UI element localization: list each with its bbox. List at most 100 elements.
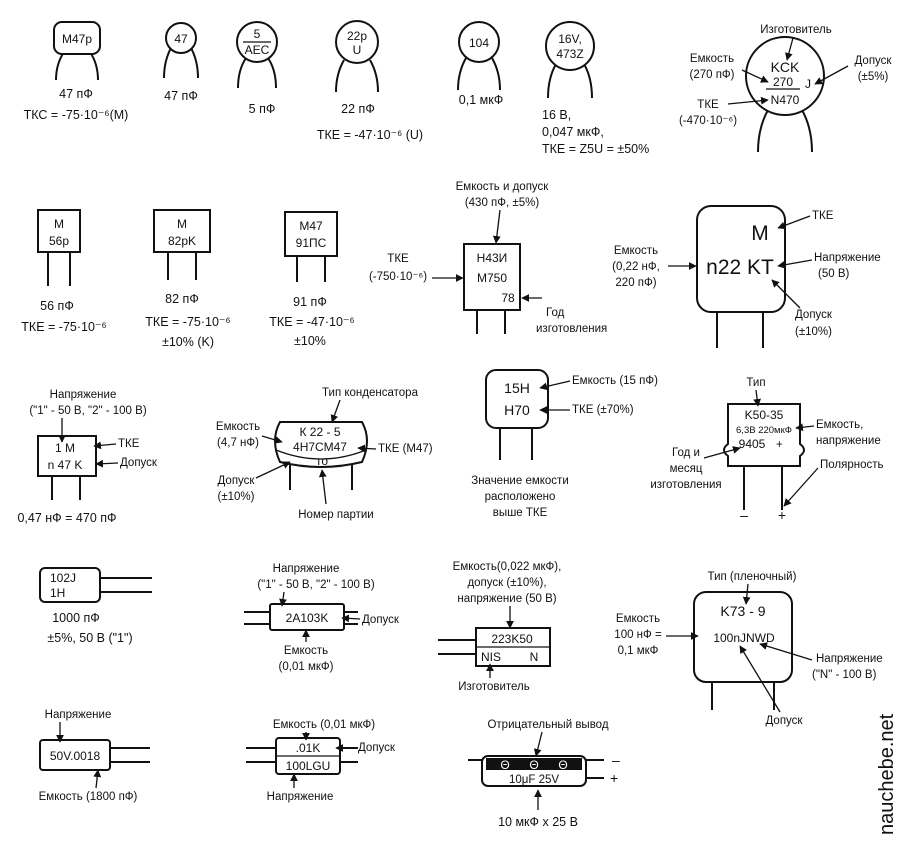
annotation-label: Емкость: [616, 613, 660, 625]
annotation-label: изготовления: [536, 323, 607, 335]
annotation-label: ("N" - 100 В): [812, 669, 877, 681]
caption: 5 пФ: [249, 102, 276, 116]
capacitor-m-82pk: M 82pK 82 пФ ТКЕ = -75·10⁻⁶ ±10% (K): [145, 209, 231, 349]
annotation-label: Номер партии: [298, 509, 373, 521]
marking-text: M47: [299, 219, 323, 233]
caption: ТКЕ = -75·10⁻⁶: [145, 315, 230, 329]
annotation-label: Емкость (1800 пФ): [39, 791, 138, 803]
annotation-label: допуск (±10%),: [467, 577, 546, 589]
annotation-label: Допуск: [795, 309, 833, 321]
capacitor-223k50: 223K50 NIS N Емкость(0,022 мкФ), допуск …: [438, 561, 561, 693]
marking-text: 100nJNWD: [713, 631, 775, 645]
caption: ТКЕ = -47·10⁻⁶: [269, 315, 354, 329]
caption: ±10%: [294, 334, 326, 348]
caption: 22 пФ: [341, 102, 375, 116]
annotation-label: (4,7 нФ): [217, 437, 259, 449]
polarity-mark: +: [778, 507, 786, 523]
capacitor-47: 47 47 пФ: [163, 22, 199, 103]
caption: 1000 пФ: [52, 611, 100, 625]
annotation-label: Допуск: [120, 457, 158, 469]
capacitor-k50-35: K50-35 6,3В 220мкФ 9405 + Тип Емкость, н…: [650, 377, 883, 523]
marking-text: M: [751, 222, 769, 245]
annotation-label: Изготовитель: [458, 681, 530, 693]
annotation-label: (50 В): [818, 268, 849, 280]
capacitor-k73-9: K73 - 9 100nJNWD Тип (пленочный) Емкость…: [614, 571, 882, 727]
polarity-mark: +: [610, 770, 618, 786]
annotation-label: расположено: [485, 491, 556, 503]
negative-stripe-symbol: Θ: [500, 758, 509, 772]
marking-text: Н43И: [477, 251, 508, 265]
marking-text: n 47 K: [48, 458, 83, 472]
caption: ТКЕ = -75·10⁻⁶: [21, 320, 106, 334]
caption: ТКЕ = Z5U = ±50%: [542, 142, 649, 156]
caption: 0,1 мкФ: [459, 93, 503, 107]
annotation-label: Тип: [746, 377, 765, 389]
capacitor-m-56p: M 56p 56 пФ ТКЕ = -75·10⁻⁶: [21, 209, 107, 334]
marking-text: M: [177, 217, 187, 231]
annotation-label: Полярность: [820, 459, 884, 471]
marking-text: n22 KT: [706, 256, 774, 279]
capacitor-2a103k: 2A103K Напряжение ("1" - 50 В, "2" - 100…: [244, 563, 400, 673]
annotation-label: ТКЕ: [387, 253, 409, 265]
marking-text: U: [353, 43, 362, 57]
capacitor-k22-5: К 22 - 5 4Н7СМ47 то Тип конденсатора Емк…: [216, 387, 433, 521]
marking-text: K50-35: [745, 408, 784, 422]
annotation-label: (±10%): [795, 326, 832, 338]
annotation-label: 0,1 мкФ: [618, 645, 659, 657]
capacitor-102j-1h: 102J 1H 1000 пФ ±5%, 50 В ("1"): [39, 567, 152, 645]
marking-text: H70: [504, 402, 530, 418]
annotation-label: Напряжение: [814, 252, 881, 264]
capacitor-01k-100lgu: .01K 100LGU Емкость (0,01 мкФ) Допуск На…: [246, 719, 396, 803]
annotation-label: ТКЕ: [118, 438, 140, 450]
marking-text: N470: [771, 93, 800, 107]
annotation-label: Емкость,: [816, 419, 863, 431]
annotation-label: Емкость(0,022 мкФ),: [453, 561, 562, 573]
marking-text: .01K: [296, 741, 321, 755]
annotation-label: Значение емкости: [471, 475, 569, 487]
annotation-label: ТКЕ (±70%): [572, 404, 634, 416]
annotation-label: Емкость (0,01 мкФ): [273, 719, 375, 731]
marking-text: 1 M: [55, 441, 75, 455]
marking-text: 104: [469, 36, 489, 50]
marking-text: 2A103K: [286, 611, 329, 625]
marking-text: 102J: [50, 571, 76, 585]
capacitor-15h-h70: 15H H70 Емкость (15 пФ) ТКЕ (±70%) Значе…: [471, 369, 658, 519]
capacitor-50v-0018: 50V.0018 Напряжение Емкость (1800 пФ): [39, 709, 150, 803]
annotation-label: ТКЕ: [812, 210, 834, 222]
annotation-label: (-750·10⁻⁶): [369, 271, 427, 283]
annotation-label: Тип (пленочный): [708, 571, 797, 583]
marking-text: NIS: [481, 650, 501, 664]
annotation-label: Допуск: [362, 614, 400, 626]
marking-text: 100LGU: [286, 759, 331, 773]
caption: ТКС = -75·10⁻⁶(M): [24, 108, 129, 122]
capacitor-kck-270j: KCK 270 J N470 Изготовитель Емкость (270…: [679, 24, 892, 153]
annotation-label: напряжение (50 В): [457, 593, 556, 605]
annotation-label: Тип конденсатора: [322, 387, 419, 399]
marking-text: 223K50: [491, 632, 533, 646]
caption: 82 пФ: [165, 292, 199, 306]
annotation-label: ТКЕ: [697, 99, 719, 111]
marking-text: 22p: [347, 29, 367, 43]
capacitor-16v-473z: 16V, 473Z 16 В, 0,047 мкФ, ТКЕ = Z5U = ±…: [542, 21, 649, 156]
marking-text: M750: [477, 271, 507, 285]
annotation-label: Допуск: [358, 742, 396, 754]
marking-text: 9405: [739, 437, 766, 451]
polarity-mark: –: [740, 507, 748, 523]
watermark: nauchebe.net: [876, 713, 898, 835]
annotation-label: месяц: [670, 463, 703, 475]
annotation-label: (±5%): [858, 71, 889, 83]
annotation-label: Напряжение: [45, 709, 112, 721]
annotation-label: 100 нФ =: [614, 629, 662, 641]
marking-text: M: [54, 217, 64, 231]
marking-text: J: [805, 77, 811, 91]
capacitor-m47-91pc: M47 91ПС 91 пФ ТКЕ = -47·10⁻⁶ ±10%: [269, 211, 355, 348]
annotation-label: Изготовитель: [760, 24, 832, 36]
marking-text: N: [530, 650, 539, 664]
caption: ТКЕ = -47·10⁻⁶ (U): [317, 128, 423, 142]
capacitor-104: 104 0,1 мкФ: [457, 21, 503, 107]
caption: 0,047 мкФ,: [542, 125, 604, 139]
caption: 47 пФ: [164, 89, 198, 103]
caption: 47 пФ: [59, 87, 93, 101]
capacitor-22pu: 22p U 22 пФ ТКЕ = -47·10⁻⁶ (U): [317, 20, 423, 142]
